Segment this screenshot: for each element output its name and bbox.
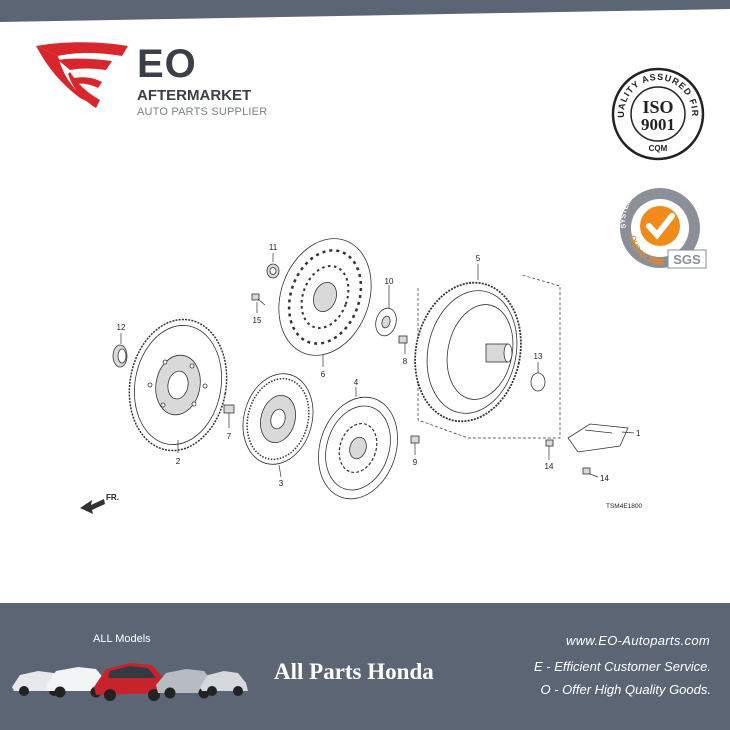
part-1-cover [567, 423, 635, 453]
part-9-bolt [410, 435, 420, 455]
part-14-bolt-b [582, 467, 599, 478]
part-6-drive-plate [278, 238, 372, 367]
callout-9: 9 [413, 458, 418, 467]
callout-15: 15 [253, 316, 262, 325]
car-silhouette-4-icon [200, 671, 248, 696]
brand-line: AFTERMARKET [137, 87, 252, 104]
brand-logo: EO AFTERMARKET AUTO PARTS SUPPLIER [30, 38, 270, 118]
callout-1: 1 [636, 429, 641, 438]
callout-14-b: 14 [600, 474, 609, 483]
part-15-bolt [251, 293, 266, 313]
slogan-efficient: E - Efficient Customer Service. [534, 659, 711, 674]
part-13-seal [530, 362, 546, 392]
part-12-bearing [112, 333, 128, 368]
callout-5: 5 [476, 254, 481, 263]
callout-3: 3 [279, 479, 284, 488]
website-link[interactable]: www.EO-Autoparts.com [566, 633, 710, 648]
callout-2: 2 [176, 457, 181, 466]
part-3-clutch-disc [242, 373, 314, 478]
part-10-plate [375, 285, 397, 337]
callout-12: 12 [117, 323, 126, 332]
car-silhouette-red-icon [94, 663, 168, 701]
part-14-bolt-a [545, 439, 554, 460]
part-11-washer [266, 253, 280, 279]
brand-subline: AUTO PARTS SUPPLIER [137, 106, 268, 118]
direction-label: FR. [106, 493, 119, 502]
callout-14-a: 14 [545, 462, 554, 471]
callout-11: 11 [269, 243, 278, 252]
models-label: ALL Models [93, 633, 151, 645]
direction-indicator: FR. [80, 493, 119, 514]
brand-name: EO [137, 42, 197, 86]
exploded-parts-diagram: FR. 12 2 7 3 6 11 15 4 10 8 9 5 13 1 14 … [80, 238, 643, 514]
wing-logo-icon [36, 42, 128, 108]
sgs-ohsas-badge: SYSTEM CERTIFICATION OHSAS 18001 SGS [616, 184, 707, 269]
iso-org: CQM [649, 144, 668, 153]
part-2-flywheel [128, 318, 228, 453]
diagram-code: TSM4E1800 [606, 503, 643, 510]
part-7-bolt [223, 404, 235, 428]
part-8-bolt [398, 335, 408, 354]
callout-8: 8 [403, 357, 408, 366]
callout-10: 10 [385, 277, 394, 286]
callout-4: 4 [354, 378, 359, 387]
iso-standard: ISO [642, 97, 673, 117]
callout-13: 13 [534, 352, 543, 361]
callout-7: 7 [227, 432, 232, 441]
callout-6: 6 [321, 370, 326, 379]
footer: ALL Models All [0, 603, 730, 730]
honda-car-lineup-image [12, 663, 248, 701]
part-5-torque-converter [414, 264, 561, 439]
iso-9001-badge: QUALITY ASSURED FIRM ISO 9001 CQM [610, 66, 705, 161]
iso-number: 9001 [641, 115, 675, 134]
footer-title: All Parts Honda [274, 659, 434, 684]
part-4-pressure-plate [318, 387, 398, 500]
top-band [0, 0, 730, 22]
slogan-quality: O - Offer High Quality Goods. [540, 682, 711, 697]
sgs-org: SGS [673, 252, 701, 267]
